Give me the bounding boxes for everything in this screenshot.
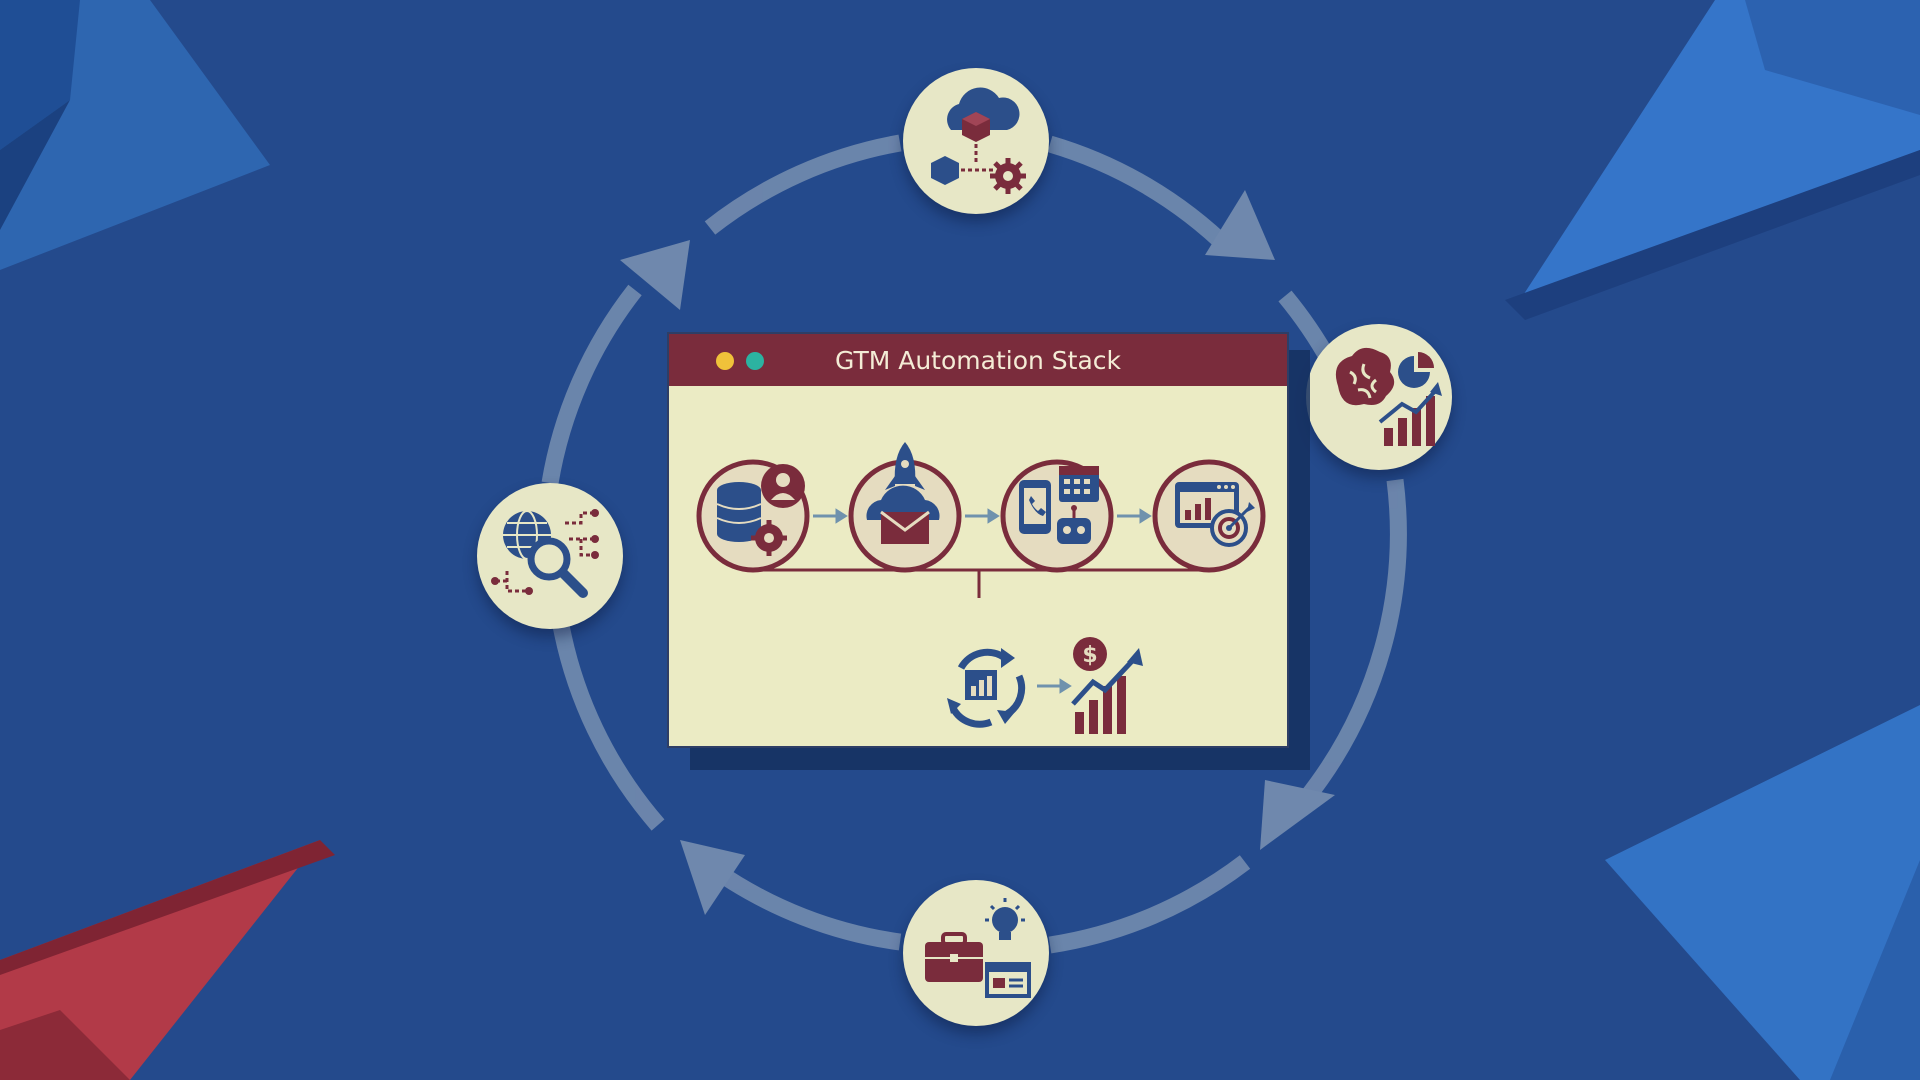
- optimization-cycle-icon: [947, 648, 1026, 728]
- analytics-targeting-icon: [1152, 459, 1266, 573]
- revenue-growth-icon: $: [1071, 637, 1143, 734]
- cycle-arrowheads: [620, 190, 1335, 915]
- outreach-scheduling-icon: [1000, 459, 1114, 573]
- workflow-diagram: $: [696, 442, 1266, 734]
- arrowhead-top-left: [620, 240, 690, 310]
- cycle-ring: [541, 134, 1407, 954]
- window-dot-teal[interactable]: [746, 352, 764, 370]
- app-window: GTM Automation Stack: [667, 332, 1289, 748]
- ai-analytics-icon: [1306, 324, 1452, 470]
- global-search-icon: [477, 483, 623, 629]
- window-title: GTM Automation Stack: [834, 346, 1122, 375]
- arrowhead-top-right: [1205, 190, 1275, 260]
- paper-plane-top-right: [1505, 0, 1920, 320]
- business-ideas-icon: [903, 880, 1049, 1026]
- paper-plane-bottom-left: [0, 840, 335, 1080]
- email-launch-icon: [848, 442, 962, 573]
- arrowhead-bottom-right: [1260, 780, 1335, 850]
- paper-plane-bottom-right: [1605, 705, 1920, 1080]
- svg-text:$: $: [1082, 643, 1097, 668]
- title-bar: GTM Automation Stack: [669, 334, 1287, 386]
- cloud-network-icon: [903, 68, 1049, 214]
- pipeline-connector: [751, 546, 1207, 598]
- step-arrows: [813, 508, 1152, 694]
- window-dot-yellow[interactable]: [716, 352, 734, 370]
- paper-plane-top-left: [0, 0, 270, 270]
- data-contacts-icon: [696, 459, 810, 573]
- arrowhead-bottom-left: [680, 840, 745, 915]
